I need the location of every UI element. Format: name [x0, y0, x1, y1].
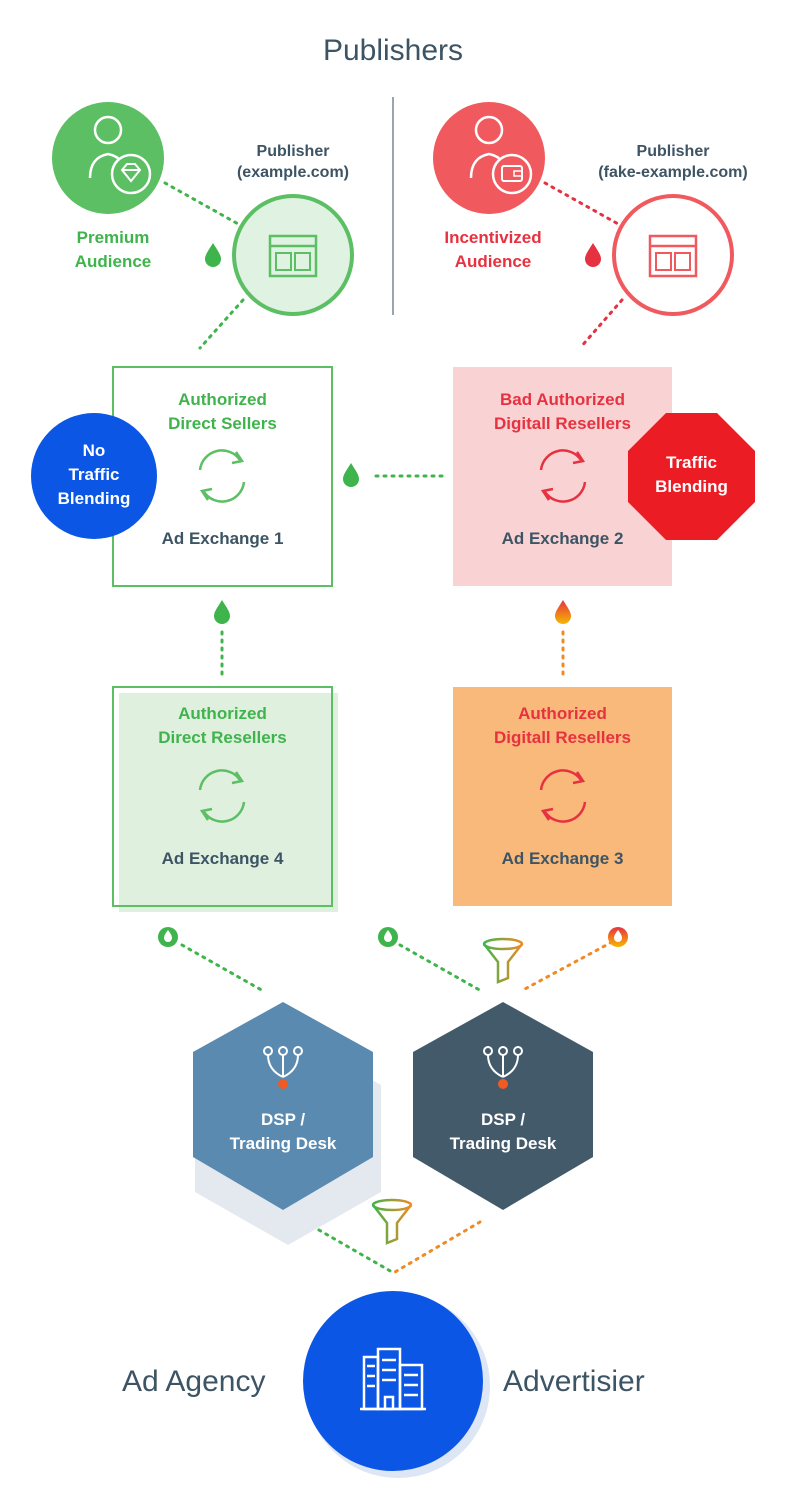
publisher-left-line2: (example.com) [236, 164, 350, 181]
traffic-blending-line1: Traffic [665, 453, 718, 472]
ad-exchange-2-title: Bad Authorized Digitall Resellers [453, 388, 672, 436]
incentivized-audience-line2: Audience [454, 252, 532, 271]
sync-icon [539, 769, 587, 823]
connector-lines [163, 181, 624, 1274]
ad-exchange-2-name: Ad Exchange 2 [501, 529, 624, 548]
premium-audience-label: Premium Audience [53, 226, 173, 274]
dsp-left-line2: Trading Desk [229, 1134, 337, 1153]
ad-exchange-1-title-line2: Direct Sellers [168, 414, 277, 433]
premium-audience-line1: Premium [76, 228, 150, 247]
distribution-icon [483, 1046, 523, 1089]
sync-icon [539, 449, 587, 503]
dsp-right-hexagon [413, 1002, 593, 1210]
dsp-right-line2: Trading Desk [449, 1134, 557, 1153]
no-traffic-blending-label: No Traffic Blending [31, 439, 157, 511]
green-drop-badge-icon [158, 927, 178, 947]
no-traffic-blending-line3: Blending [57, 489, 131, 508]
red-drop-icon [585, 243, 601, 267]
green-drop-icon [214, 600, 230, 624]
ad-exchange-2-title-line2: Digitall Resellers [493, 414, 631, 433]
publisher-right-line2: (fake-example.com) [598, 164, 748, 181]
no-traffic-blending-line2: Traffic [68, 465, 120, 484]
ad-exchange-3-title-line1: Authorized [518, 704, 607, 723]
ad-exchange-1-title: Authorized Direct Sellers [113, 388, 332, 436]
traffic-blending-label: Traffic Blending [628, 451, 755, 499]
dsp-left-label: DSP / Trading Desk [193, 1108, 373, 1156]
publisher-right-label: Publisher (fake-example.com) [583, 141, 763, 183]
publisher-site-example [232, 194, 354, 316]
premium-user-icon [52, 102, 164, 214]
ad-exchange-4-shadow [119, 693, 338, 912]
incentivized-audience-line1: Incentivized [444, 228, 542, 247]
ad-exchange-3-title-line2: Digitall Resellers [493, 728, 631, 747]
filter-funnel-icon [371, 1198, 413, 1245]
ad-exchange-3-title: Authorized Digitall Resellers [453, 702, 672, 750]
traffic-blending-stop-sign [628, 413, 755, 540]
publisher-right-line1: Publisher [636, 143, 710, 160]
ad-exchange-4-name: Ad Exchange 4 [161, 849, 284, 868]
building-icon [360, 1347, 426, 1411]
dsp-right-label: DSP / Trading Desk [413, 1108, 593, 1156]
publisher-left-line1: Publisher [256, 143, 330, 160]
publisher-left-label: Publisher (example.com) [213, 141, 373, 183]
sync-icon [198, 449, 246, 503]
ad-exchange-4-title-line2: Direct Resellers [158, 728, 287, 747]
ad-exchange-1-name: Ad Exchange 1 [161, 529, 284, 548]
ad-exchange-4-box [112, 686, 333, 907]
ad-exchange-3-name: Ad Exchange 3 [501, 849, 624, 868]
green-drop-icon [343, 463, 359, 487]
green-drop-icon [205, 243, 221, 267]
publisher-site-fake-example [612, 194, 734, 316]
no-traffic-blending-line1: No [82, 441, 106, 460]
ad-agency-label: Ad Agency [122, 1365, 266, 1398]
incentivized-user-icon [433, 102, 545, 214]
ad-exchange-4-title: Authorized Direct Resellers [113, 702, 332, 750]
dsp-right-line1: DSP / [480, 1110, 526, 1129]
no-traffic-blending-badge [31, 413, 157, 539]
dsp-left-hexagon [193, 1002, 373, 1210]
filter-funnel-icon [482, 937, 524, 984]
ad-exchange-4-title-line1: Authorized [178, 704, 267, 723]
ad-exchange-1-title-line1: Authorized [178, 390, 267, 409]
page-title: Publishers [322, 34, 464, 67]
green-drop-badge-icon [378, 927, 398, 947]
sync-icon [198, 769, 246, 823]
fire-drop-icon [555, 600, 571, 624]
traffic-blending-line2: Blending [655, 477, 728, 496]
dsp-left-line1: DSP / [260, 1110, 306, 1129]
advertiser-label: Advertisier [503, 1365, 645, 1398]
ad-exchange-3-box [453, 687, 672, 906]
premium-audience-line2: Audience [74, 252, 152, 271]
distribution-icon [263, 1046, 303, 1089]
fire-drop-badge-icon [608, 927, 628, 947]
incentivized-audience-label: Incentivized Audience [423, 226, 563, 274]
ad-exchange-2-title-line1: Bad Authorized [500, 390, 625, 409]
